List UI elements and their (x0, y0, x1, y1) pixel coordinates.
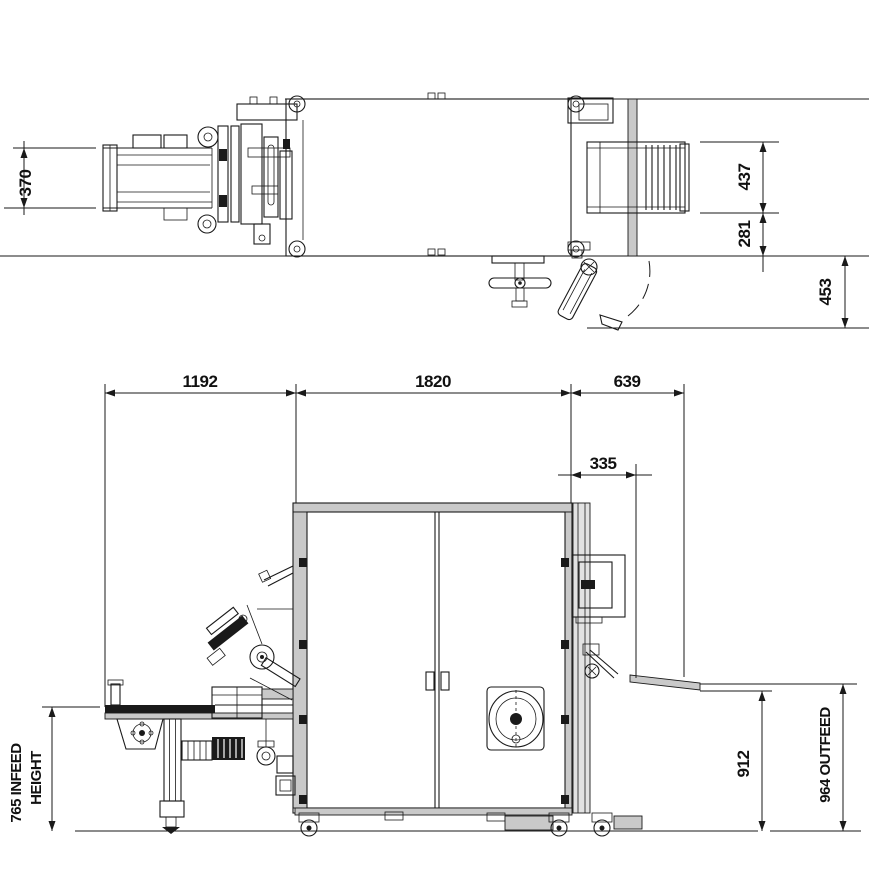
right-wall-strip-plan (627, 98, 638, 257)
caster-plan (288, 95, 585, 258)
outfeed-pivot (582, 643, 619, 679)
infeed-motor (181, 737, 245, 761)
handwheel-plan (488, 255, 552, 308)
outfeed-plate (629, 674, 701, 691)
dim-length-row: 1192 1820 639 (104, 372, 685, 707)
caster-elevation (298, 812, 570, 837)
dim-label-639: 639 (614, 372, 641, 391)
taping-head-plan (217, 96, 298, 245)
arm-hook-plan (599, 314, 623, 331)
dim-label-765-infeed: 765 INFEED (8, 743, 25, 823)
elevation-view: 1192 1820 639 335 765 INFEED HEIGHT 912 (8, 372, 861, 837)
drive-roller (256, 746, 276, 766)
dim-label-964-outfeed: 964 OUTFEED (817, 707, 834, 803)
dim-outfeed-height: 964 OUTFEED (817, 684, 847, 831)
infeed-chute (263, 565, 294, 587)
dim-label-335: 335 (590, 454, 617, 473)
infeed-bracket (116, 718, 164, 750)
door-handle-right (440, 671, 450, 691)
dim-outfeed-offset: 281 (735, 213, 767, 272)
dim-label-453: 453 (816, 279, 835, 306)
dim-label-370: 370 (16, 170, 35, 197)
dim-label-height: HEIGHT (28, 751, 45, 805)
dim-outfeed-roller-height: 912 (734, 691, 766, 831)
door-hinges (299, 558, 569, 804)
dim-label-1192: 1192 (183, 372, 218, 391)
dim-label-912: 912 (734, 751, 753, 778)
outfeed-rollers-plan (645, 145, 677, 210)
taping-head-elevation (205, 565, 301, 701)
infeed-conveyor-plan (102, 126, 219, 234)
infeed-belt (105, 705, 215, 713)
door-emblem (486, 686, 545, 751)
knob-bottom-plan (197, 214, 217, 234)
dim-label-281: 281 (735, 221, 754, 248)
outfeed-side-elevation (571, 502, 857, 837)
dim-infeed-height: 765 INFEED HEIGHT (8, 706, 100, 831)
dim-label-1820: 1820 (415, 372, 451, 391)
dim-swing-clearance: 453 (587, 256, 869, 329)
swing-arm-plan (557, 241, 651, 331)
plan-view: 370 437 281 453 (0, 92, 869, 331)
outfeed-plan (567, 97, 690, 214)
infeed-leg (159, 718, 185, 834)
swing-arc (627, 260, 651, 317)
door-handle-left (425, 671, 435, 691)
control-box (571, 554, 626, 624)
infeed-elevation (104, 679, 296, 834)
door-split (434, 512, 440, 808)
dim-infeed-width: 370 (4, 141, 96, 215)
base-rail (294, 807, 573, 816)
dim-panel-offset: 335 (558, 454, 652, 678)
machine-frame-plan (285, 92, 638, 258)
door-frame (306, 511, 566, 809)
knob-top-plan (197, 126, 219, 148)
cabinet-elevation (292, 502, 573, 837)
dim-outfeed-width: 437 (700, 141, 779, 214)
dim-label-437: 437 (735, 164, 754, 191)
